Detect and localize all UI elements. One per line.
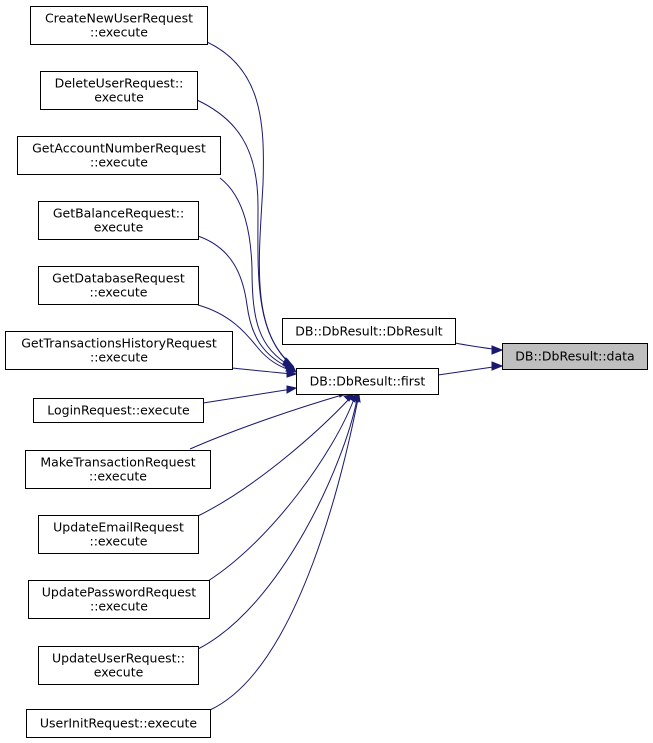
arrowhead-login-to-dbresult_first (286, 385, 298, 394)
node-box[interactable] (296, 368, 439, 395)
arrowhead-dbresult_first-to-dbresult_data (491, 361, 504, 371)
edge-get_transactions_history-to-dbresult_first (231, 367, 293, 375)
node-get-account-number[interactable]: GetAccountNumberRequest::execute (17, 136, 221, 175)
node-update-email[interactable]: UpdateEmailRequest::execute (38, 515, 199, 554)
node-label-line: ::execute (90, 285, 148, 300)
node-label-line: DB::DbResult::first (310, 374, 426, 389)
node-label-line: execute (94, 665, 144, 680)
node-dbresult-first[interactable]: DB::DbResult::first (296, 368, 439, 395)
node-box[interactable] (38, 266, 199, 305)
node-label-line: ::execute (90, 599, 148, 614)
nodes-layer: CreateNewUserRequest::executeDeleteUserR… (5, 6, 648, 738)
node-label-line: GetTransactionsHistoryRequest (21, 336, 217, 351)
node-label-line: ::execute (90, 25, 148, 40)
node-label-line: GetBalanceRequest:: (53, 206, 184, 221)
node-get-database[interactable]: GetDatabaseRequest::execute (38, 266, 199, 305)
node-label-line: GetAccountNumberRequest (32, 141, 206, 156)
edge-update_email-to-dbresult_first (197, 397, 351, 517)
node-box[interactable] (28, 580, 210, 619)
node-label-line: UpdatePasswordRequest (42, 585, 197, 600)
node-label-line: MakeTransactionRequest (40, 455, 195, 470)
node-create-new-user[interactable]: CreateNewUserRequest::execute (30, 6, 208, 45)
edge-dbresult_first-to-dbresult_data (437, 365, 501, 376)
node-label-line: CreateNewUserRequest (45, 11, 193, 26)
node-box[interactable] (38, 646, 199, 685)
node-user-init[interactable]: UserInitRequest::execute (26, 709, 211, 738)
edge-update_user-to-dbresult_first (197, 398, 358, 650)
edge-update_password-to-dbresult_first (207, 398, 355, 582)
node-update-user[interactable]: UpdateUserRequest::execute (38, 646, 199, 685)
node-box[interactable] (40, 71, 198, 110)
node-label-line: UpdateEmailRequest (53, 520, 184, 535)
node-get-balance[interactable]: GetBalanceRequest::execute (38, 201, 199, 240)
node-box[interactable] (282, 318, 456, 345)
node-label-line: ::execute (89, 469, 147, 484)
node-update-password[interactable]: UpdatePasswordRequest::execute (28, 580, 210, 619)
node-get-transactions-history[interactable]: GetTransactionsHistoryRequest::execute (5, 331, 233, 370)
node-label-line: LoginRequest::execute (47, 403, 190, 418)
node-label-line: UserInitRequest::execute (40, 716, 198, 731)
node-box[interactable] (38, 201, 199, 240)
node-box[interactable] (25, 450, 211, 489)
edge-user_init-to-dbresult_first (209, 398, 359, 711)
node-label-line: UpdateUserRequest:: (52, 651, 185, 666)
node-box[interactable] (38, 515, 199, 554)
edge-get_database-to-dbresult_first (197, 304, 293, 372)
node-label-line: ::execute (90, 155, 148, 170)
node-dbresult-ctor[interactable]: DB::DbResult::DbResult (282, 318, 456, 345)
edge-make_transaction-to-dbresult_first (189, 394, 343, 450)
node-login[interactable]: LoginRequest::execute (33, 398, 204, 423)
node-label-line: execute (94, 220, 144, 235)
edge-delete_user-to-dbresult_first (196, 99, 293, 367)
node-label-line: DB::DbResult::DbResult (295, 324, 443, 339)
edge-get_balance-to-dbresult_first (197, 235, 293, 370)
node-label-line: ::execute (90, 534, 148, 549)
node-label-line: ::execute (90, 350, 148, 365)
node-dbresult-data[interactable]: DB::DbResult::data (502, 343, 648, 370)
node-box[interactable] (502, 343, 648, 370)
node-label-line: DeleteUserRequest:: (55, 76, 184, 91)
node-box[interactable] (30, 6, 208, 45)
node-make-transaction[interactable]: MakeTransactionRequest::execute (25, 450, 211, 489)
arrowhead-user_init-to-dbresult_first (353, 394, 361, 404)
node-box[interactable] (26, 709, 211, 738)
node-delete-user[interactable]: DeleteUserRequest::execute (40, 71, 198, 110)
node-box[interactable] (5, 331, 233, 370)
node-box[interactable] (33, 398, 204, 423)
edge-get_account_number-to-dbresult_first (219, 177, 293, 368)
arrowhead-get_transactions_history-to-dbresult_first (286, 369, 298, 378)
node-label-line: GetDatabaseRequest (52, 271, 185, 286)
arrowhead-dbresult_ctor-to-dbresult_data (491, 345, 504, 355)
edges-layer (189, 41, 504, 711)
node-label-line: DB::DbResult::data (515, 349, 634, 364)
node-label-line: execute (94, 90, 144, 105)
node-box[interactable] (17, 136, 221, 175)
edge-login-to-dbresult_first (202, 388, 293, 404)
